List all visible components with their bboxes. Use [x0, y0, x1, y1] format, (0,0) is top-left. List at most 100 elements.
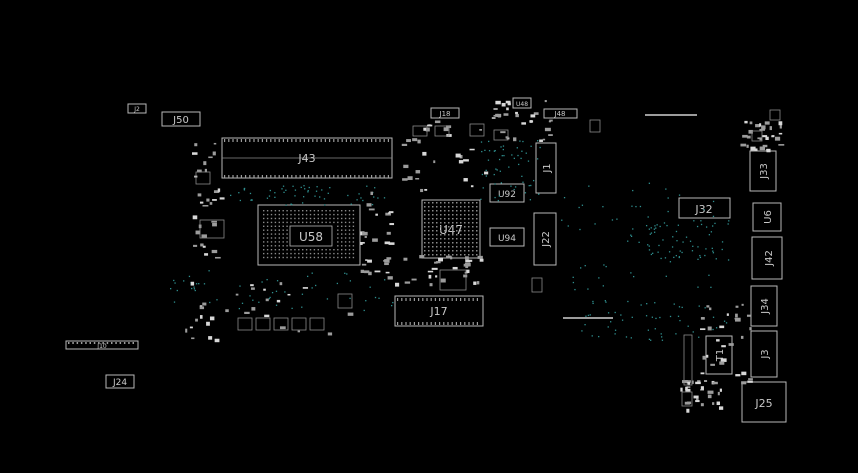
component-J33[interactable]: J33: [749, 150, 777, 192]
pin-pad: [320, 139, 322, 142]
bga-ball: [448, 254, 450, 256]
pin-pad: [240, 175, 242, 178]
bga-ball: [274, 256, 277, 259]
via: [304, 188, 306, 190]
via: [528, 185, 530, 187]
via: [648, 182, 651, 184]
label-J33: J33: [759, 163, 770, 180]
via: [493, 150, 496, 152]
via: [625, 336, 628, 338]
component-J22[interactable]: J22: [533, 212, 557, 266]
component-T1[interactable]: T1: [705, 335, 733, 375]
pin-pad: [106, 342, 109, 344]
component-U6[interactable]: U6: [752, 202, 782, 232]
component-J42[interactable]: J42: [751, 236, 783, 280]
bga-ball: [286, 241, 288, 243]
bga-ball: [468, 210, 470, 212]
component-U48[interactable]: U48: [512, 97, 532, 109]
component-J18[interactable]: J18: [430, 107, 460, 119]
passive-pad: [544, 100, 547, 103]
bga-ball: [263, 229, 265, 231]
passive-pad: [747, 380, 753, 383]
component-J50[interactable]: J50: [161, 111, 201, 127]
bga-ball: [436, 242, 438, 244]
via: [678, 306, 681, 308]
component-U58[interactable]: U58: [257, 204, 361, 266]
component-J10[interactable]: J10: [65, 340, 139, 350]
passive-pad: [687, 381, 691, 386]
bga-ball: [305, 221, 308, 224]
component-J25[interactable]: J25: [741, 381, 787, 423]
bga-ball: [472, 202, 474, 204]
passive-pad: [366, 203, 372, 207]
pin-pad: [85, 342, 87, 344]
passive-pad: [710, 363, 715, 366]
bga-ball: [325, 249, 327, 251]
label-U47: U47: [439, 223, 463, 237]
component-J3[interactable]: J3: [750, 330, 778, 378]
bga-ball: [352, 256, 355, 259]
via: [632, 228, 634, 230]
label-J24: J24: [112, 378, 127, 388]
pin-pad: [464, 298, 466, 301]
bga-ball: [344, 221, 347, 224]
via: [243, 189, 246, 191]
bga-ball: [290, 210, 292, 212]
passive-pad: [446, 125, 452, 129]
via: [697, 246, 699, 248]
passive-pad: [465, 265, 469, 269]
component-J43[interactable]: J43: [221, 137, 393, 179]
bga-ball: [460, 202, 462, 204]
via: [604, 300, 606, 302]
passive-pad: [712, 381, 718, 385]
bga-ball: [263, 221, 265, 224]
bga-ball: [286, 245, 288, 247]
passive-pad: [204, 168, 207, 173]
bga-ball: [348, 213, 351, 216]
bga-ball: [282, 217, 284, 220]
bga-ball: [472, 246, 474, 248]
component-J34[interactable]: J34: [750, 285, 778, 327]
bga-ball: [452, 222, 454, 224]
ic-outline: [195, 171, 211, 185]
passive-pad: [362, 231, 368, 236]
pin-pad: [299, 175, 301, 178]
pin-pad: [472, 298, 474, 301]
via: [360, 197, 362, 199]
bga-ball: [452, 254, 454, 256]
bga-ball: [348, 229, 351, 231]
component-U94[interactable]: U94: [489, 227, 525, 247]
passive-pad: [706, 354, 709, 358]
bga-ball: [472, 214, 474, 216]
via: [681, 306, 683, 309]
passive-pad: [191, 337, 195, 340]
via: [700, 223, 703, 226]
pin-pad: [257, 175, 259, 178]
passive-pad: [741, 303, 744, 306]
pin-pad: [397, 298, 399, 301]
via: [693, 220, 695, 222]
pin-pad: [345, 175, 347, 178]
component-J17[interactable]: J17: [394, 295, 484, 327]
via: [647, 216, 649, 218]
via: [669, 315, 672, 318]
via: [173, 301, 176, 303]
component-J1[interactable]: J1: [535, 142, 557, 194]
bga-ball: [341, 221, 343, 224]
via: [495, 168, 497, 170]
bga-ball: [263, 237, 265, 239]
component-J2[interactable]: J2: [127, 103, 147, 114]
via: [699, 254, 701, 257]
component-J24[interactable]: J24: [105, 374, 135, 389]
component-U92[interactable]: U92: [489, 183, 525, 203]
passive-pad: [383, 259, 389, 262]
component-J48[interactable]: J48: [543, 108, 578, 119]
bga-ball: [270, 217, 273, 220]
passive-pad: [719, 325, 725, 329]
passive-pad: [700, 317, 705, 320]
via: [239, 199, 241, 202]
via: [654, 302, 656, 304]
passive-pad: [387, 276, 393, 280]
via: [249, 192, 252, 195]
